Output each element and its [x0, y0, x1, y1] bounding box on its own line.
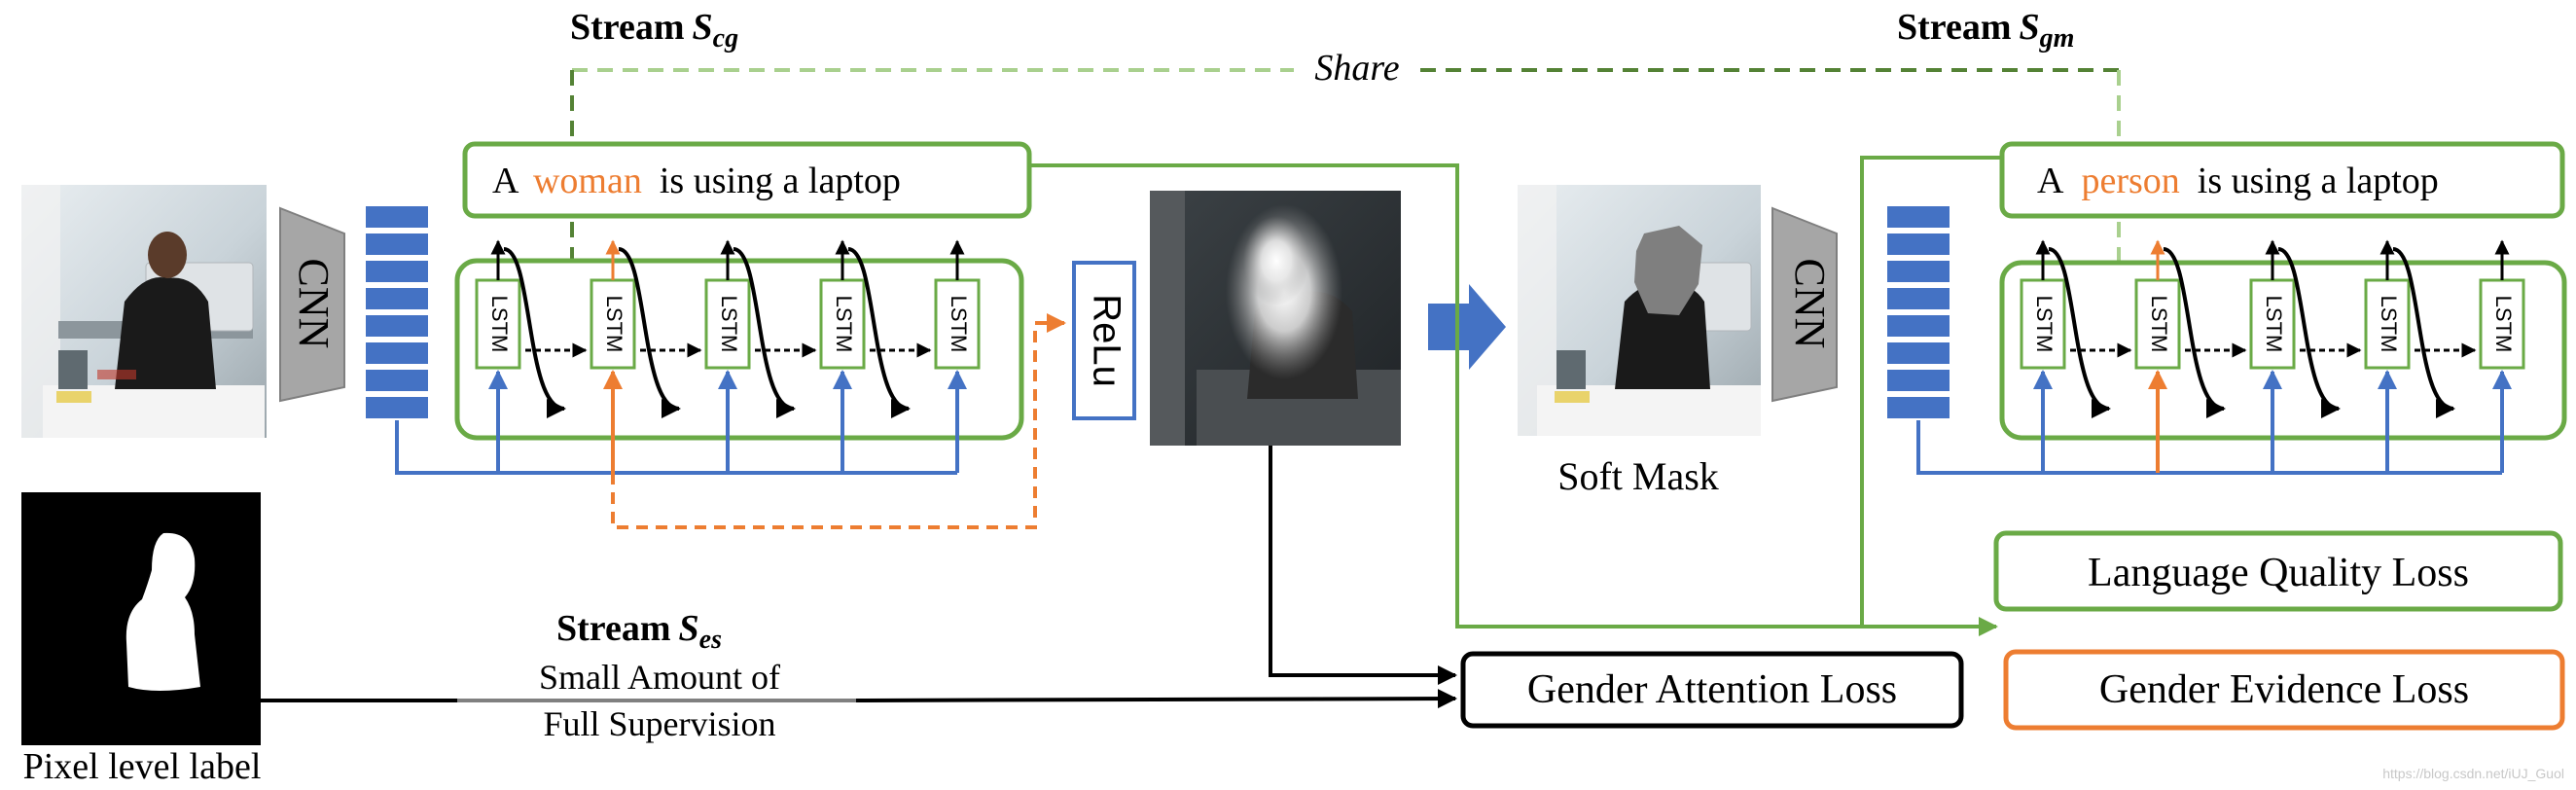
relu-label: ReLu: [1085, 294, 1127, 387]
supervision-line-1: Small Amount of: [539, 658, 780, 697]
soft-mask-image: [1518, 185, 1761, 436]
svg-text:LSTM: LSTM: [947, 296, 971, 353]
svg-text:LSTM: LSTM: [2491, 296, 2516, 353]
lstm-cell: LSTM: [934, 278, 981, 370]
lstm-cell: LSTM: [475, 278, 521, 370]
svg-text:LSTM: LSTM: [832, 296, 856, 353]
input-image: [21, 185, 267, 438]
svg-text:Language Quality Loss: Language Quality Loss: [2088, 551, 2469, 595]
feature-vector-right: [1887, 206, 1950, 418]
supervision-connector: [261, 689, 1457, 709]
lstm-cell: LSTM: [590, 278, 636, 370]
pixel-level-label-image: [21, 492, 261, 745]
mask-arrow: [1428, 284, 1506, 370]
svg-text:LSTM: LSTM: [487, 296, 512, 353]
lstm-cell: LSTM: [704, 278, 751, 370]
relu-block: ReLu: [1072, 261, 1136, 420]
supervision-line-2: Full Supervision: [543, 704, 775, 743]
svg-text:LSTM: LSTM: [2032, 296, 2057, 353]
lstm-cell: LSTM: [2134, 278, 2181, 370]
svg-text:LSTM: LSTM: [602, 296, 626, 353]
cnn-block-right: CNN: [1771, 206, 1838, 403]
svg-text:LSTM: LSTM: [2262, 296, 2286, 353]
language-quality-loss-box: Language Quality Loss: [1993, 530, 2563, 612]
feature-bus-cg: [395, 370, 967, 475]
gradient-path-orange: [611, 313, 1066, 529]
lstm-cell: LSTM: [2249, 278, 2296, 370]
svg-text:LSTM: LSTM: [717, 296, 741, 353]
lstm-cell: LSTM: [2364, 278, 2411, 370]
cnn-block-left: CNN: [279, 206, 345, 403]
share-label: Share: [1314, 48, 1399, 89]
gender-attention-loss-box: Gender Attention Loss: [1460, 651, 1964, 729]
share-connector: Share: [570, 45, 2121, 263]
svg-text:LSTM: LSTM: [2147, 296, 2171, 353]
lstm-chain-gm: LSTM LSTM LSTM LSTM LSTM: [1999, 239, 2567, 441]
svg-text:Gender Evidence Loss: Gender Evidence Loss: [2099, 667, 2469, 712]
svg-text:LSTM: LSTM: [2377, 296, 2401, 353]
attention-loss-connector: [1269, 446, 1457, 685]
pixel-label-caption: Pixel level label: [23, 746, 262, 787]
quality-loss-connectors: [1029, 156, 2002, 636]
cnn-label: CNN: [290, 259, 338, 349]
svg-text:Gender Attention Loss: Gender Attention Loss: [1527, 667, 1897, 712]
watermark: https://blog.csdn.net/iUJ_Guol: [2382, 766, 2564, 781]
feature-vector-left: [366, 206, 428, 418]
lstm-chain-cg: LSTM LSTM LSTM LSTM LSTM: [454, 239, 1024, 441]
cnn-label: CNN: [1786, 259, 1834, 349]
gender-evidence-loss-box: Gender Evidence Loss: [2003, 649, 2565, 731]
lstm-cell: LSTM: [2479, 278, 2525, 370]
feature-bus-gm: [1916, 370, 2512, 475]
lstm-cell: LSTM: [2020, 278, 2066, 370]
soft-mask-label: Soft Mask: [1557, 454, 1719, 498]
attention-map-image: [1150, 191, 1401, 446]
lstm-cell: LSTM: [819, 278, 866, 370]
